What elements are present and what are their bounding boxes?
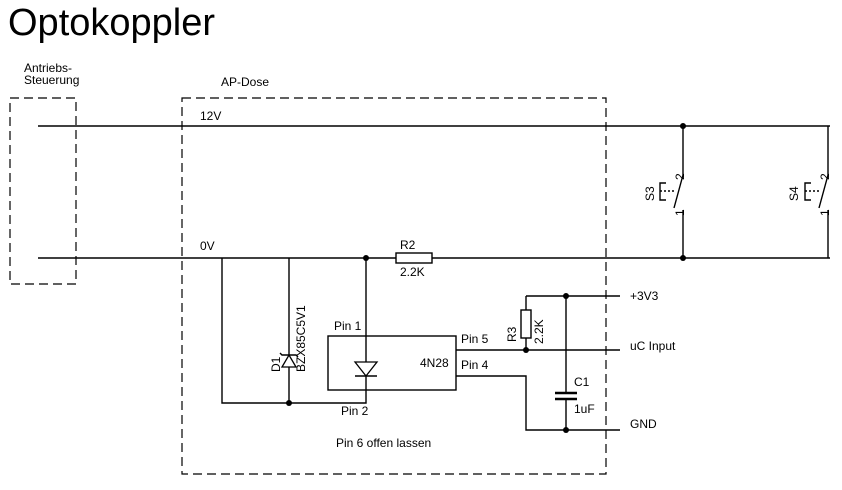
s4-pin-bottom: 1 (818, 209, 832, 216)
ap-box-label: AP-Dose (221, 75, 269, 89)
s4-pin-top: 2 (818, 173, 832, 180)
vcc-net: +3V3 (526, 289, 659, 303)
bottom-loop (221, 258, 367, 406)
drive-control-label-2: Steuerung (24, 73, 79, 87)
c1-ref: C1 (574, 375, 590, 389)
s3-ref: S3 (643, 186, 657, 201)
opto-pin2: Pin 2 (341, 404, 369, 418)
resistor-r3: R3 2.2K (505, 296, 546, 350)
rail-0v: 0V (38, 239, 830, 261)
s3-pin-bottom: 1 (673, 209, 687, 216)
ap-box: AP-Dose (181, 75, 607, 475)
net-label-uc-input: uC Input (630, 339, 676, 353)
opto-pin4: Pin 4 (461, 358, 489, 372)
net-label-12v: 12V (200, 109, 221, 123)
uc-input-net: uC Input (456, 339, 676, 353)
r3-ref: R3 (505, 326, 519, 342)
opto-pin1: Pin 1 (334, 319, 362, 333)
s3-pin-top: 2 (673, 173, 687, 180)
d1-ref: D1 (269, 356, 283, 372)
r2-value: 2.2K (400, 265, 425, 279)
page-title: Optokoppler (8, 2, 216, 44)
r2-ref: R2 (400, 238, 416, 252)
optocoupler-4n28: 4N28 Pin 1 Pin 2 Pin 5 Pin 4 (327, 258, 489, 418)
d1-value: BZX85C5V1 (294, 305, 308, 372)
opto-pin5: Pin 5 (461, 332, 489, 346)
net-label-0v: 0V (200, 239, 215, 253)
switch-s4: S4 2 1 (787, 126, 832, 258)
opto-ref: 4N28 (420, 356, 449, 370)
gnd-net: GND (456, 375, 657, 433)
zener-d1: D1 BZX85C5V1 (269, 258, 308, 403)
net-label-gnd: GND (630, 417, 657, 431)
rail-12v: 12V (38, 109, 830, 129)
r3-value: 2.2K (532, 319, 546, 344)
c1-value: 1uF (574, 402, 595, 416)
capacitor-c1: C1 1uF (555, 296, 595, 430)
resistor-r2: R2 2.2K (395, 238, 433, 279)
drive-control-block: Antriebs- Steuerung (9, 61, 79, 285)
drive-control-label-1: Antriebs- (24, 61, 72, 75)
note-pin6: Pin 6 offen lassen (336, 436, 431, 450)
s4-ref: S4 (787, 186, 801, 201)
switch-s3: S3 2 1 (643, 126, 687, 258)
net-label-vcc: +3V3 (630, 289, 659, 303)
